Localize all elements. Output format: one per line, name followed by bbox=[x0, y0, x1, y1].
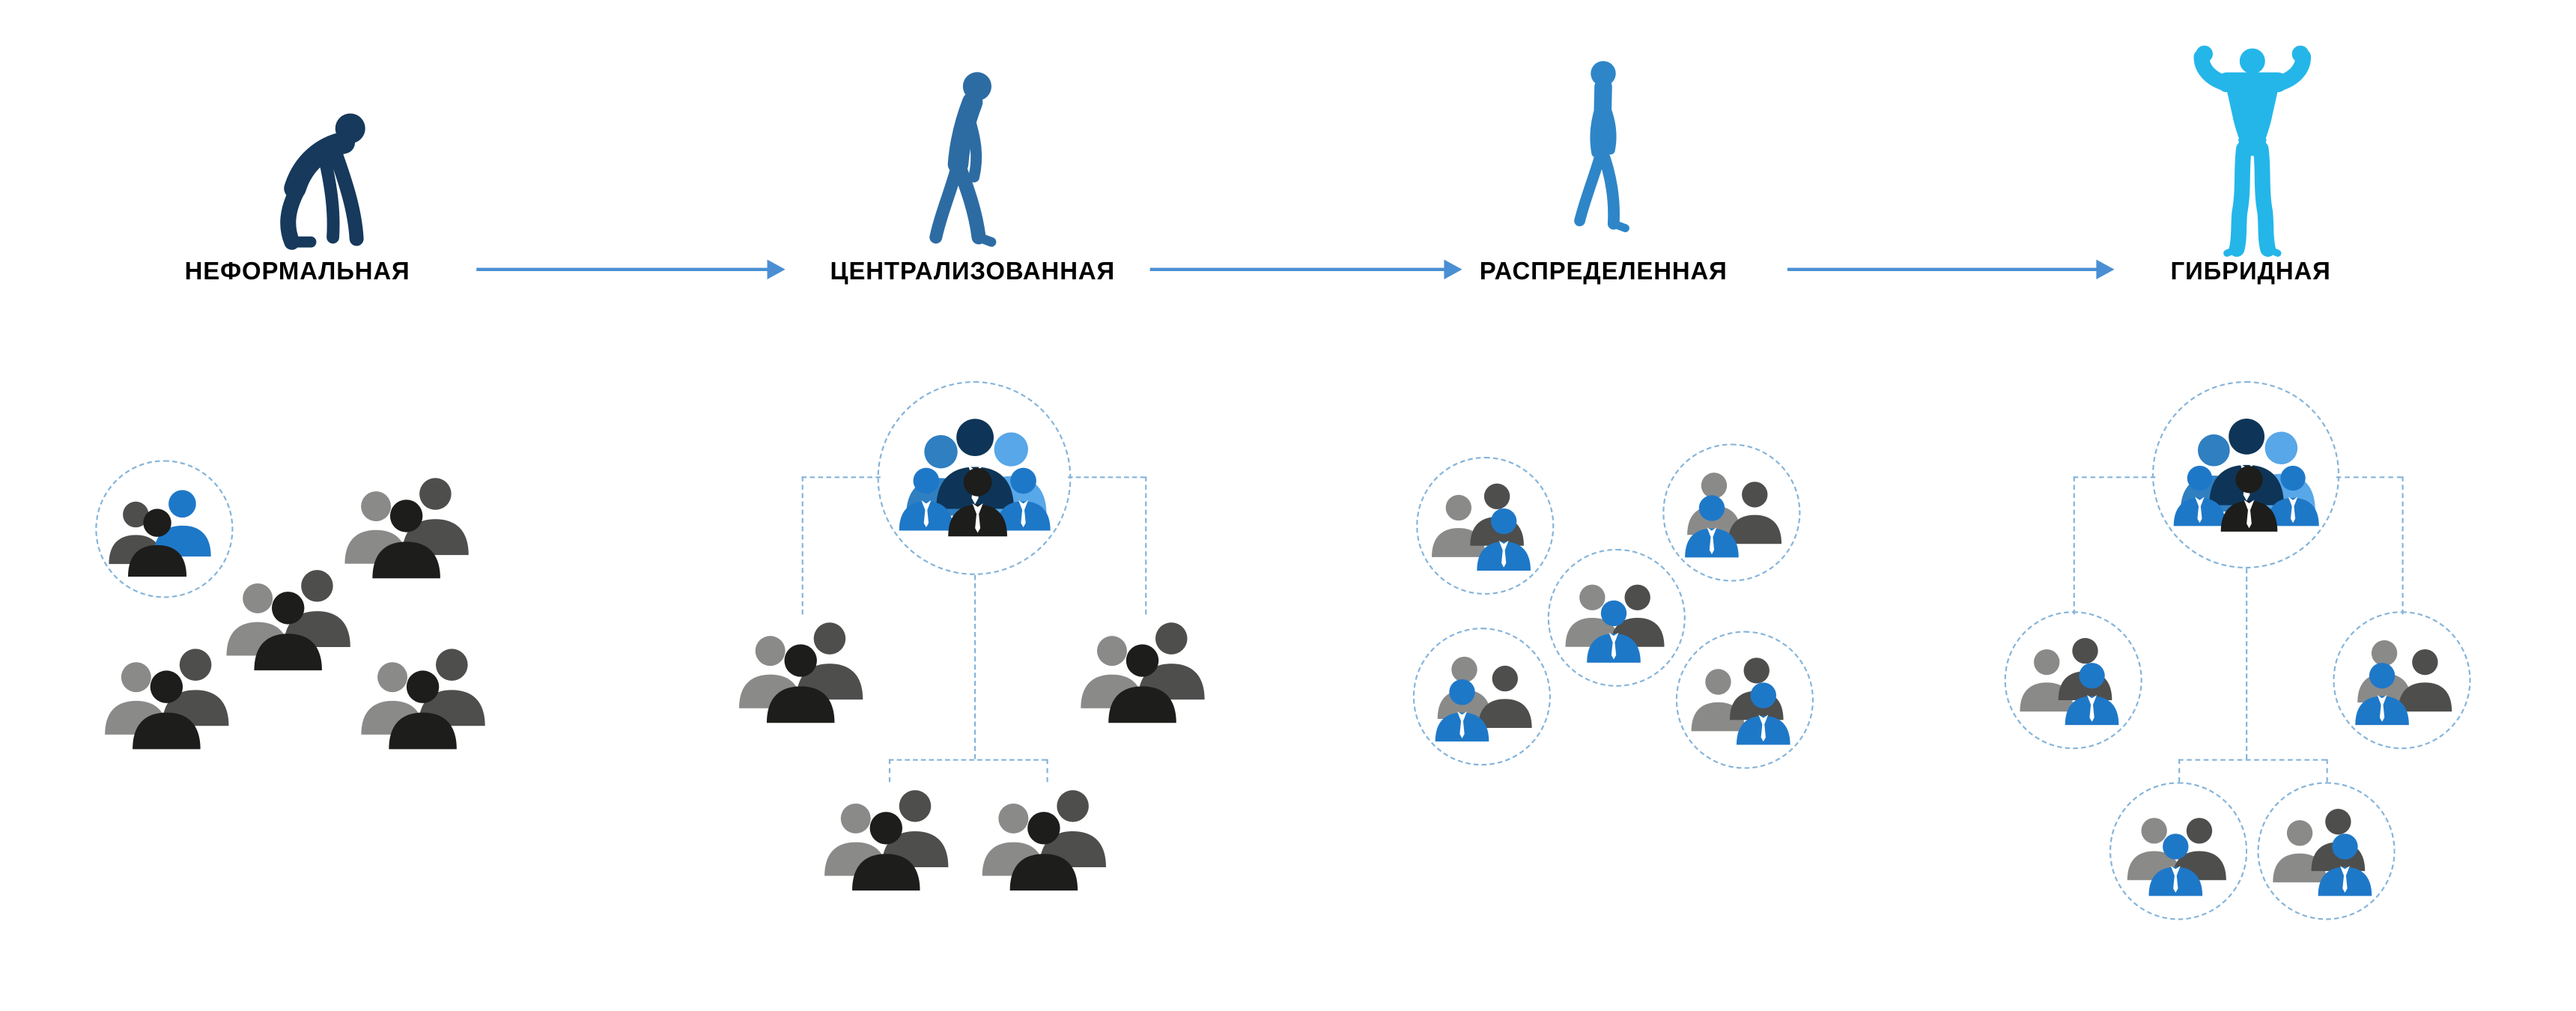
connector-line bbox=[2402, 476, 2404, 615]
leadership-circle bbox=[2151, 380, 2340, 569]
connector-line bbox=[888, 759, 891, 783]
team-circle bbox=[1412, 628, 1552, 766]
team-circle bbox=[1675, 631, 1814, 769]
team-group bbox=[2267, 806, 2386, 896]
ape-icon bbox=[280, 113, 365, 250]
people-group bbox=[976, 782, 1117, 890]
people-group bbox=[220, 562, 362, 670]
stage-label-informal: НЕФОРМАЛЬНАЯ bbox=[184, 258, 410, 286]
connector-line bbox=[973, 574, 976, 759]
connector-line bbox=[888, 759, 1047, 761]
leadership-circle bbox=[877, 380, 1072, 575]
team-group bbox=[2342, 635, 2461, 726]
connector-line bbox=[2178, 759, 2181, 783]
team-circle bbox=[2333, 611, 2471, 750]
team-circle bbox=[1547, 548, 1686, 687]
team-circle bbox=[2109, 782, 2248, 920]
team-group bbox=[2014, 635, 2133, 726]
leadership-group bbox=[2166, 415, 2327, 535]
evolution-arrow-1 bbox=[476, 259, 786, 279]
team-group bbox=[1426, 481, 1544, 571]
people-group bbox=[732, 615, 874, 723]
team-circle bbox=[2004, 611, 2142, 750]
connector-line bbox=[2073, 476, 2156, 479]
stage-label-hybrid: ГИБРИДНАЯ bbox=[2170, 258, 2331, 286]
connector-line bbox=[801, 476, 881, 479]
leadership-group bbox=[890, 416, 1058, 541]
team-group bbox=[2119, 806, 2238, 896]
team-group bbox=[1672, 467, 1790, 558]
team-circle bbox=[1416, 456, 1555, 595]
people-group bbox=[818, 782, 960, 890]
team-circle bbox=[1662, 443, 1801, 582]
connector-line bbox=[1068, 476, 1146, 479]
connector-line bbox=[2178, 759, 2327, 761]
connector-line bbox=[1046, 759, 1048, 783]
connector-line bbox=[2336, 476, 2402, 479]
team-group bbox=[1423, 652, 1541, 742]
informal-highlight-circle bbox=[95, 460, 234, 598]
connector-line bbox=[1145, 476, 1147, 615]
connector-line bbox=[801, 476, 804, 615]
people-group-highlighted bbox=[103, 482, 225, 576]
people-group bbox=[99, 641, 240, 750]
stage-label-centralized: ЦЕНТРАЛИЗОВАННАЯ bbox=[830, 258, 1116, 286]
people-group bbox=[1075, 615, 1216, 723]
stooped-human-icon bbox=[929, 72, 997, 247]
connector-line bbox=[2073, 476, 2075, 615]
people-group bbox=[355, 641, 496, 750]
team-circle bbox=[2257, 782, 2396, 920]
flexing-human-icon bbox=[2193, 45, 2312, 257]
stage-label-distributed: РАСПРЕДЕЛЕННАЯ bbox=[1479, 258, 1728, 286]
evolution-arrow-3 bbox=[1787, 259, 2115, 279]
team-group bbox=[1558, 573, 1676, 664]
team-group bbox=[1686, 655, 1804, 745]
walking-human-icon bbox=[1574, 61, 1629, 233]
connector-line bbox=[2326, 759, 2328, 783]
connector-line bbox=[2246, 568, 2248, 759]
evolution-arrow-2 bbox=[1149, 259, 1462, 279]
